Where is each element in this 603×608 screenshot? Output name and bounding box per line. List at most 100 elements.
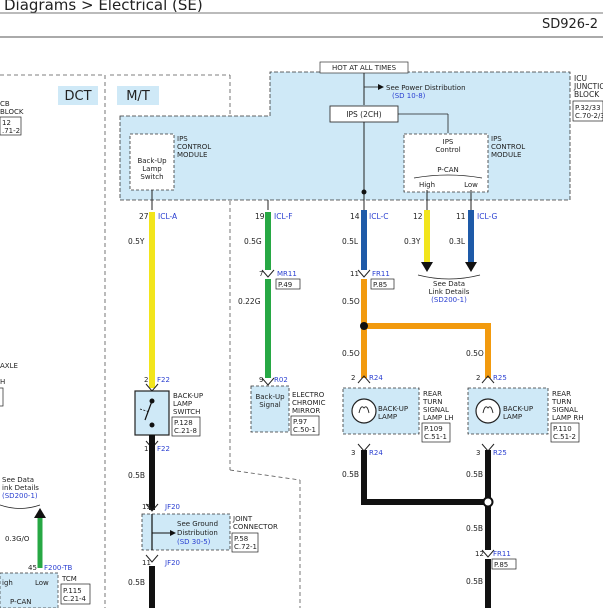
- mirror-label-2: Signal: [259, 401, 281, 409]
- fr-bottom-ref[interactable]: P.85: [494, 561, 508, 569]
- dct-label-box: [58, 86, 98, 105]
- dct-label: DCT: [64, 89, 91, 104]
- lamp-rh-ref-box: [550, 422, 580, 443]
- mirror-ref-1: P.97: [293, 418, 307, 426]
- left-arrow-up: [34, 508, 46, 518]
- jc-conn-top[interactable]: JF20: [164, 503, 180, 511]
- joint-connector-box: [141, 513, 231, 551]
- jc-connector-bot: [145, 554, 159, 563]
- ips-module-right-3: MODULE: [491, 151, 521, 159]
- lamp-rh-connector-top: [481, 375, 495, 384]
- ips-module-right-2: CONTROL: [491, 143, 525, 151]
- wire-05b-label-b: 0.5B: [128, 578, 145, 587]
- jc-title-1: JOINT: [232, 515, 253, 523]
- wire-05o-label-b: 0.5O: [342, 349, 360, 358]
- jc-pin-bot: 11: [142, 559, 151, 567]
- wire-022g-label: 0.22G: [238, 297, 261, 306]
- tcm-title: TCM: [61, 575, 77, 583]
- conn-icl-a[interactable]: ICL-A: [158, 212, 178, 221]
- tcm-can-low: Low: [35, 579, 49, 587]
- bls-conn-bot[interactable]: F22: [157, 445, 170, 453]
- see-data-ref[interactable]: (SD200-1): [431, 296, 467, 304]
- fr-conn[interactable]: FR11: [372, 270, 390, 278]
- mirror-ref-box: [290, 415, 320, 436]
- jc-see-ref[interactable]: (SD 30-5): [177, 538, 211, 546]
- lamp-rh-pin-bot: 3: [476, 449, 480, 457]
- icu-ref2: C.70-2/3/5: [575, 112, 603, 120]
- wire-03y-label: 0.3Y: [404, 237, 421, 246]
- lamp-lh-pin-bot: 3: [351, 449, 355, 457]
- left-pin-45: 45: [28, 564, 37, 572]
- mr-pin: 7: [259, 270, 263, 278]
- left-see-data-ref[interactable]: (SD200-1): [2, 492, 38, 500]
- fr-ref[interactable]: P.85: [373, 281, 387, 289]
- can-low-arrow: [465, 262, 477, 272]
- lamp-rh-pin-top: 2: [476, 374, 480, 382]
- lamp-lh-conn-top[interactable]: R24: [369, 374, 383, 382]
- fr-bottom-conn[interactable]: FR11: [493, 550, 511, 558]
- mirror-connector-mark: [261, 377, 275, 386]
- can-high-arrow: [421, 262, 433, 272]
- left-wire-label: 0.3G/O: [5, 535, 30, 543]
- see-power-dist-ref[interactable]: (SD 10-8): [392, 92, 426, 100]
- ips-module-right-1: IPS: [491, 135, 502, 143]
- bls-pin-bot: 1: [144, 445, 148, 453]
- lamp-lh-ref-box: [421, 422, 451, 443]
- wire-05b-label-a: 0.5B: [128, 471, 145, 480]
- jc-ref-box: [231, 532, 259, 553]
- jc-conn-bot[interactable]: JF20: [164, 559, 180, 567]
- conn-icl-f[interactable]: ICL-F: [274, 212, 293, 221]
- bls-ref-1: P.128: [174, 419, 193, 427]
- fr-bottom-connector: [481, 549, 495, 558]
- lamp-rh-conn-bot[interactable]: R25: [493, 449, 507, 457]
- bls-title-1: BACK-UP: [173, 392, 203, 400]
- left-see-data1: See Data: [2, 476, 34, 484]
- conn-icl-c[interactable]: ICL-C: [369, 212, 388, 221]
- tcm-ref-box: [60, 583, 91, 605]
- lamp-rh-filament: [482, 406, 494, 414]
- ips-pcan-label: P-CAN: [437, 166, 459, 174]
- bls-ref-box: [171, 416, 201, 437]
- jc-pin-top: 15: [142, 503, 151, 511]
- lamp-rh-title-4: LAMP RH: [552, 414, 583, 422]
- fr-connector-mark: [357, 269, 371, 278]
- tcm-ref2: C.21-4: [63, 595, 87, 603]
- mirror-conn[interactable]: R02: [274, 376, 288, 384]
- term-14: 14: [350, 212, 360, 221]
- bls-title-3: SWITCH: [173, 408, 200, 416]
- conn-icl-g[interactable]: ICL-G: [477, 212, 497, 221]
- backup-switch-line1: Back-Up: [137, 157, 167, 165]
- can-low: Low: [464, 181, 478, 189]
- mr-ref[interactable]: P.49: [278, 281, 292, 289]
- mirror-pin: 9: [259, 376, 263, 384]
- left-block-line1: CB: [0, 100, 10, 108]
- bls-contact-bottom: [149, 422, 155, 428]
- bls-conn-top[interactable]: F22: [157, 376, 170, 384]
- left-axle-h: H: [0, 378, 5, 386]
- tcm-can-high: igh: [2, 579, 13, 587]
- wire-05g-label: 0.5G: [244, 237, 262, 246]
- lamp-lh-conn-bot[interactable]: R24: [369, 449, 383, 457]
- left-brace: [0, 504, 41, 509]
- fr-pin: 11: [350, 270, 359, 278]
- can-data-brace: [417, 274, 481, 280]
- bls-ref-2: C.21-8: [174, 427, 197, 435]
- lamp-lh-title-3: SIGNAL: [423, 406, 449, 414]
- see-data-2: Link Details: [429, 288, 470, 296]
- icu-ref1: P.32/33: [575, 104, 601, 112]
- wire-05b-label-e: 0.5B: [466, 524, 483, 533]
- term-11: 11: [456, 212, 466, 221]
- lamp-rh-bulb-icon: [475, 398, 501, 424]
- left-axle-label: AXLE: [0, 362, 18, 370]
- mirror-title-2: CHROMIC: [292, 399, 326, 407]
- lamp-lh-title-2: TURN: [422, 398, 443, 406]
- lamp-rh-conn-top[interactable]: R25: [493, 374, 507, 382]
- page-title: Diagrams > Electrical (SE): [4, 0, 203, 14]
- ground-splice-dot: [482, 496, 494, 508]
- mr-conn[interactable]: MR11: [277, 270, 297, 278]
- bls-title-2: LAMP: [173, 400, 192, 408]
- backup-switch-line2: Lamp: [142, 165, 162, 173]
- left-conn-200tb[interactable]: F200-TB: [44, 564, 73, 572]
- can-high: High: [419, 181, 435, 189]
